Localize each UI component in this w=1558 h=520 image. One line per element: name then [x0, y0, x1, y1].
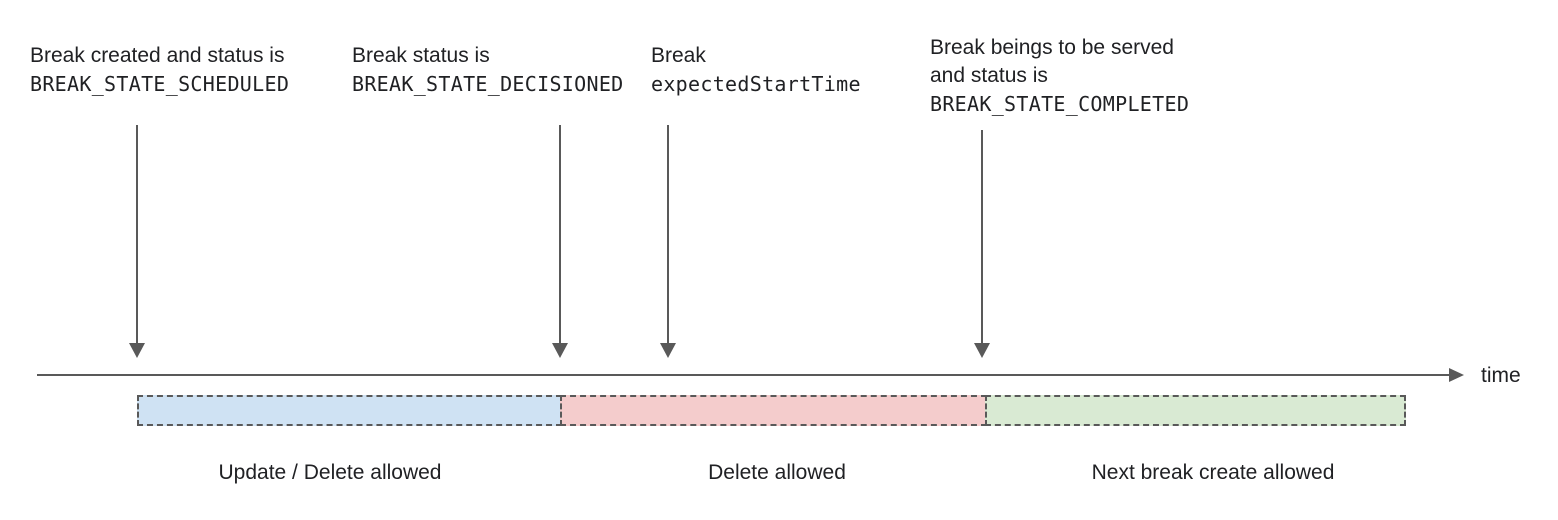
annotation-code: BREAK_STATE_DECISIONED: [352, 72, 624, 96]
segment-label: Next break create allowed: [1091, 461, 1335, 484]
annotation-break-decisioned: Break status is BREAK_STATE_DECISIONED: [352, 42, 624, 98]
annotation-break-completed: Break beings to be served and status is …: [930, 34, 1189, 118]
annotation-break-scheduled: Break created and status is BREAK_STATE_…: [30, 42, 289, 98]
segment-next-break-create-allowed: [985, 395, 1406, 426]
segment-delete-allowed: [560, 395, 987, 426]
segment-update-delete-allowed: [137, 395, 562, 426]
annotation-text: Break beings to be served: [930, 36, 1174, 59]
down-arrow-icon: [660, 343, 676, 358]
time-axis-line: [37, 374, 1450, 376]
down-arrow-icon: [552, 343, 568, 358]
right-arrow-icon: [1449, 368, 1464, 382]
down-arrow-icon: [974, 343, 990, 358]
down-arrow-line: [981, 130, 983, 345]
down-arrow-line: [667, 125, 669, 345]
segment-label: Delete allowed: [708, 461, 846, 484]
annotation-text: Break created and status is: [30, 44, 285, 67]
segment-label: Update / Delete allowed: [218, 461, 442, 484]
time-axis-label: time: [1481, 364, 1521, 387]
annotation-code: expectedStartTime: [651, 72, 861, 96]
annotation-code: BREAK_STATE_COMPLETED: [930, 92, 1190, 116]
down-arrow-line: [136, 125, 138, 345]
annotation-expected-start-time: Break expectedStartTime: [651, 42, 861, 98]
down-arrow-icon: [129, 343, 145, 358]
annotation-text: Break: [651, 44, 706, 67]
annotation-text: and status is: [930, 64, 1048, 87]
annotation-text: Break status is: [352, 44, 490, 67]
annotation-code: BREAK_STATE_SCHEDULED: [30, 72, 290, 96]
down-arrow-line: [559, 125, 561, 345]
